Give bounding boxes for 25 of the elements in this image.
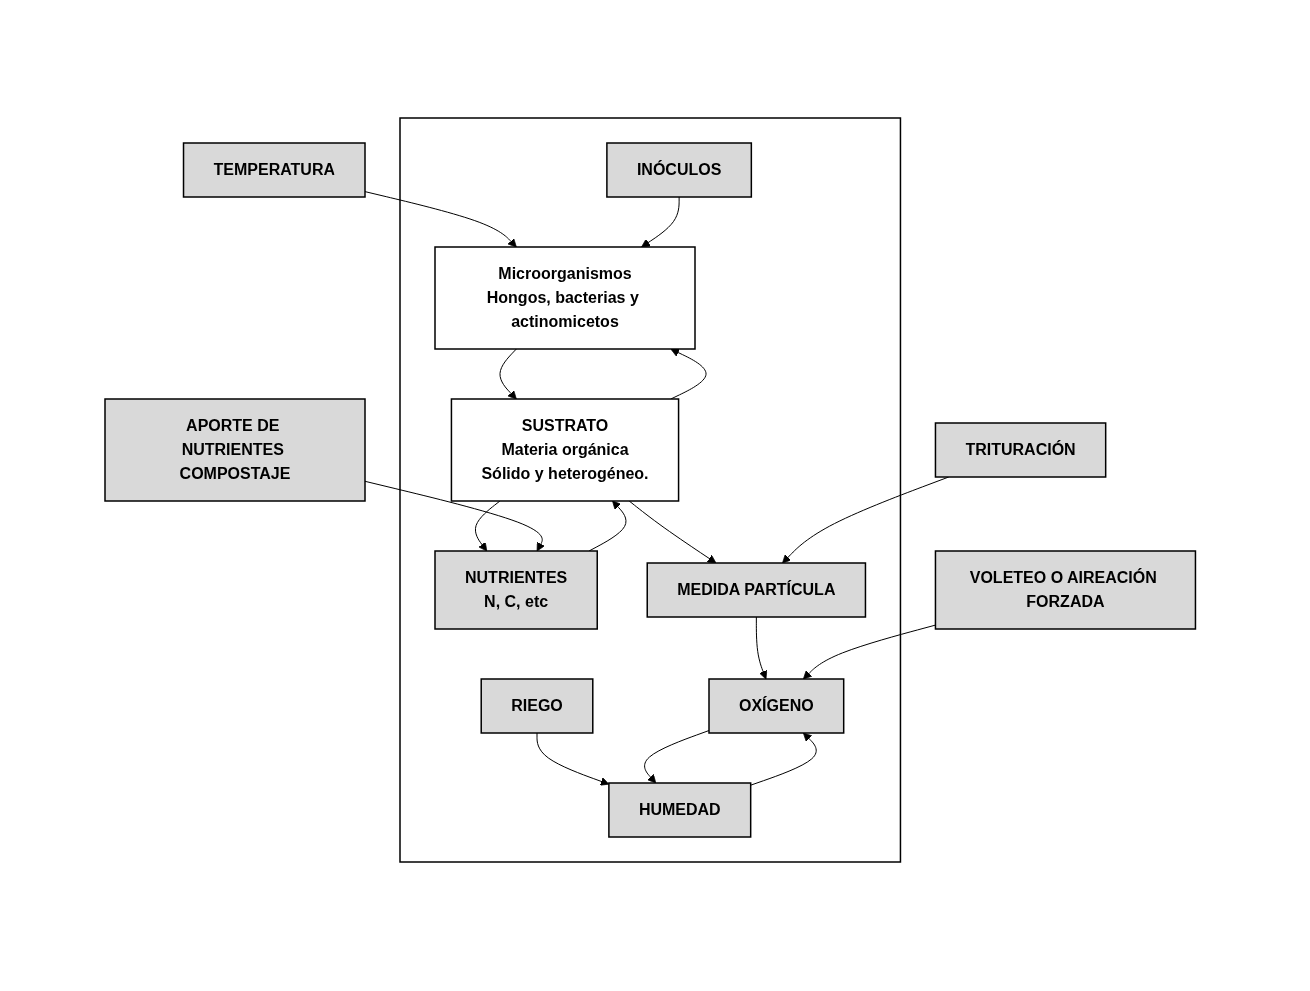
- node-box: VOLETEO O AIREACIÓN FORZADA: [934, 550, 1196, 630]
- node-box: HUMEDAD: [607, 782, 752, 838]
- arrow: [536, 732, 610, 786]
- arrow: [364, 480, 545, 552]
- node-box: OXÍGENO: [708, 678, 845, 734]
- arrow: [640, 196, 680, 248]
- arrow: [364, 191, 517, 248]
- node-box: TRITURACIÓN: [934, 422, 1107, 478]
- arrow: [499, 348, 517, 400]
- arrow: [474, 500, 501, 552]
- arrow: [755, 616, 767, 680]
- node-box: NUTRIENTES N, C, etc: [434, 550, 598, 630]
- arrow: [749, 732, 817, 786]
- node-box: Microorganismos Hongos, bacterias y actinomicetos: [434, 246, 696, 350]
- arrow: [670, 348, 707, 400]
- node-box: MEDIDA PARTÍCULA: [646, 562, 866, 618]
- node-box: TEMPERATURA: [182, 142, 366, 198]
- cluster: [399, 117, 901, 863]
- arrow: [802, 624, 936, 680]
- arrow: [628, 500, 717, 564]
- node-box: SUSTRATO Materia orgánica Sólido y heterogéneo.: [450, 398, 680, 502]
- node-box: INÓCULOS: [605, 142, 752, 198]
- node-box: RIEGO: [480, 678, 594, 734]
- arrow: [588, 500, 627, 552]
- node-box: APORTE DE NUTRIENTES COMPOSTAJE: [104, 398, 366, 502]
